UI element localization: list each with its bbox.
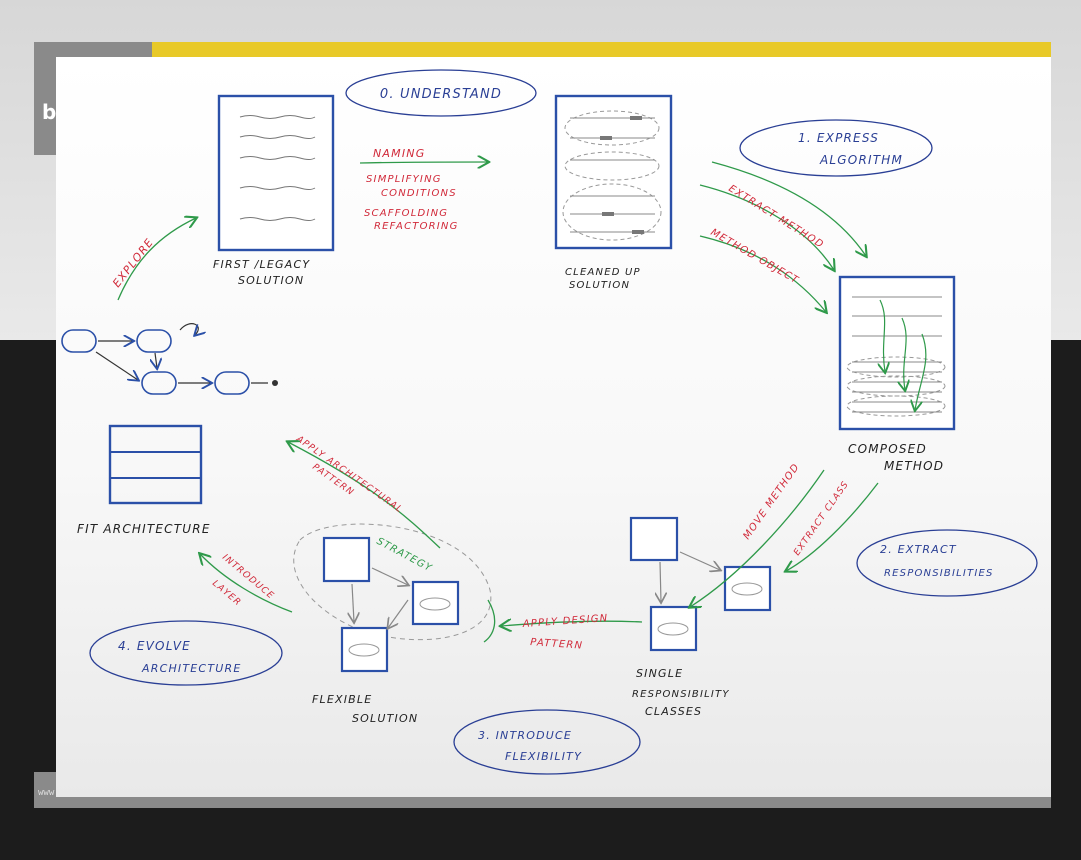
apply-architectural-label-1: APPLY ARCHITECTURAL <box>293 434 404 516</box>
fit-architecture-label: FIT ARCHITECTURE <box>77 522 211 536</box>
legacy-solution-label-2: SOLUTION <box>238 274 304 287</box>
phase-extract-bubble: 2. EXTRACT RESPONSIBILITIES <box>856 529 1038 597</box>
slide-header-accent-bar <box>152 42 1051 57</box>
cleaned-up-solution-document <box>554 94 673 250</box>
scaffolding-label-1: SCAFFOLDING <box>364 208 448 219</box>
composed-method-document <box>838 275 956 431</box>
extract-method-label: EXTRACT METHOD <box>726 183 825 251</box>
cleaned-up-label-1: CLEANED UP <box>565 267 641 278</box>
phase-flexibility-label-2: FLEXIBILITY <box>505 750 582 763</box>
single-responsibility-label-2: RESPONSIBILITY <box>632 689 730 700</box>
composed-method-label-1: COMPOSED <box>848 442 927 456</box>
introduce-layer-label-2: LAYER <box>210 579 243 609</box>
slide-left-tab <box>34 57 56 155</box>
apply-design-label-2: PATTERN <box>530 637 584 652</box>
phase-evolve-label-1: 4. EVOLVE <box>118 639 191 653</box>
naming-label: NAMING <box>373 147 425 160</box>
phase-understand-bubble: 0. UNDERSTAND <box>345 69 537 117</box>
composed-method-label-2: METHOD <box>884 459 944 473</box>
fit-architecture-layers <box>108 424 203 505</box>
apply-design-label-1: APPLY DESIGN <box>521 613 608 630</box>
explore-label: EXPLORE <box>110 236 156 290</box>
move-method-label: MOVE METHOD <box>741 462 802 542</box>
extract-class-label: EXTRACT CLASS <box>792 479 851 557</box>
flexible-solution-label-2: SOLUTION <box>352 712 418 725</box>
slide-header-gray-bar <box>34 42 152 57</box>
phase-evolve-bubble: 4. EVOLVE ARCHITECTURE <box>89 620 283 686</box>
legacy-solution-label-1: FIRST /LEGACY <box>213 258 310 271</box>
phase-extract-label-2: RESPONSIBILITIES <box>884 568 994 579</box>
legacy-solution-document <box>217 94 335 252</box>
phase-express-bubble: 1. EXPRESS ALGORITHM <box>739 119 933 177</box>
single-responsibility-classes <box>629 516 772 652</box>
state-machine-sketch <box>61 323 278 395</box>
video-frame-bottom <box>0 840 1081 860</box>
phase-extract-label-1: 2. EXTRACT <box>880 543 957 556</box>
simplifying-label-2: CONDITIONS <box>381 188 457 199</box>
brand-logo-letter: b <box>42 100 57 124</box>
transition-arrows <box>117 162 879 643</box>
method-object-label: METHOD OBJECT <box>709 227 801 287</box>
scaffolding-label-2: REFACTORING <box>374 221 459 232</box>
flexible-solution-label-1: FLEXIBLE <box>312 693 372 706</box>
cleaned-up-label-2: SOLUTION <box>569 280 630 291</box>
phase-understand-label: 0. UNDERSTAND <box>380 87 502 102</box>
single-responsibility-label-3: CLASSES <box>645 705 702 718</box>
phase-flexibility-label-1: 3. INTRODUCE <box>478 729 572 742</box>
simplifying-label-1: SIMPLIFYING <box>366 174 442 185</box>
phase-express-label-1: 1. EXPRESS <box>798 131 879 145</box>
footer-website-text: www <box>38 788 55 798</box>
phase-evolve-label-2: ARCHITECTURE <box>141 662 241 675</box>
phase-flexibility-bubble: 3. INTRODUCE FLEXIBILITY <box>453 709 641 775</box>
single-responsibility-label-1: SINGLE <box>636 667 683 680</box>
phase-express-label-2: ALGORITHM <box>819 153 903 167</box>
flexible-solution-classes <box>293 523 492 673</box>
strategy-label: STRATEGY <box>375 536 434 575</box>
